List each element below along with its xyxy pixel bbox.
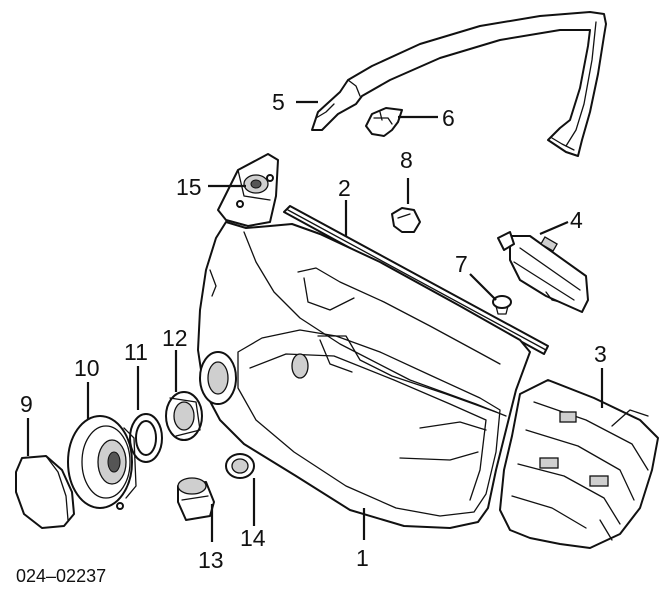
part-15-tweeter-bracket [217,153,279,227]
callout-2: 2 [338,175,351,201]
part-1-door-trim-panel [197,221,531,529]
callout-10: 10 [74,355,100,381]
callout-14: 14 [240,525,266,551]
part-7-push-clip [492,295,512,315]
part-5-window-frame [311,11,607,157]
callout-9: 9 [20,391,33,417]
part-6-clip [365,107,403,137]
part-10-loudspeaker [67,415,137,510]
callout-1: 1 [356,545,369,571]
part-3-door-module [499,379,659,549]
leader-lines [26,100,604,542]
part-8-bump-stop [391,207,421,233]
callout-3: 3 [594,341,607,367]
callout-8: 8 [400,147,413,173]
callout-5: 5 [272,89,285,115]
callouts: 1 2 3 4 5 6 7 8 9 10 11 12 13 14 15 [20,89,607,573]
callout-6: 6 [442,105,455,131]
callout-15: 15 [176,174,202,200]
part-11-gasket [129,413,163,463]
part-9-grille-cover [15,455,75,529]
leader-7 [469,273,497,301]
callout-13: 13 [198,547,224,573]
part-14-grommet [225,453,255,479]
callout-11: 11 [124,339,148,365]
callout-7: 7 [455,251,468,277]
callout-12: 12 [162,325,188,351]
leader-4 [539,220,569,236]
part-4-handle-assembly [497,231,589,313]
part-12-speaker-adapter [165,391,203,441]
callout-4: 4 [570,207,583,233]
part-13-connector [177,477,215,521]
drawing-code: 024–02237 [16,566,106,586]
